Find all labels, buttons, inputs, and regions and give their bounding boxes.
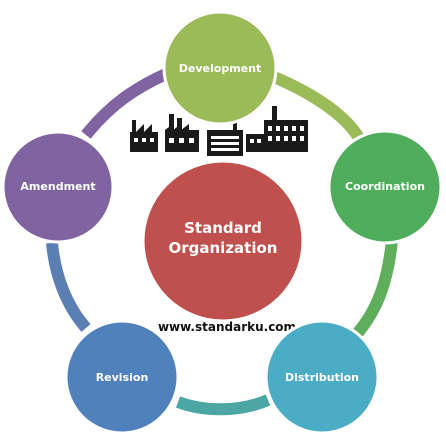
- factory-icon: [246, 106, 308, 152]
- arc-coordination-distribution: [351, 239, 398, 339]
- center-title-line1: Standard: [184, 219, 262, 237]
- node-circle: [64, 319, 180, 435]
- website-url: www.standarku.com: [158, 320, 296, 334]
- center-node: Standard Organization: [141, 159, 305, 323]
- node-development: Development: [162, 10, 278, 126]
- node-revision: Revision: [64, 319, 180, 435]
- cycle-arcs: [46, 66, 398, 416]
- node-coordination: Coordination: [327, 129, 443, 245]
- factory-icons: [130, 106, 308, 156]
- node-distribution: Distribution: [264, 319, 380, 435]
- arc-revision-amendment: [46, 242, 91, 332]
- factory-icon: [207, 120, 243, 156]
- factory-icon: [165, 114, 199, 152]
- factory-icon: [130, 120, 158, 152]
- node-label: Amendment: [20, 180, 95, 193]
- node-amendment: Amendment: [1, 130, 115, 244]
- center-circle: [141, 159, 305, 323]
- node-circle: [264, 319, 380, 435]
- arc-distribution-revision: [175, 394, 271, 416]
- node-circle: [162, 10, 278, 126]
- center-title-line2: Organization: [169, 239, 278, 257]
- arc-amendment-development: [81, 68, 169, 139]
- node-label: Distribution: [285, 371, 359, 384]
- arc-development-coordination: [259, 66, 368, 146]
- node-circle: [1, 130, 115, 244]
- node-label: Revision: [96, 371, 149, 384]
- node-circle: [327, 129, 443, 245]
- node-label: Coordination: [345, 180, 425, 193]
- node-label: Development: [179, 62, 261, 75]
